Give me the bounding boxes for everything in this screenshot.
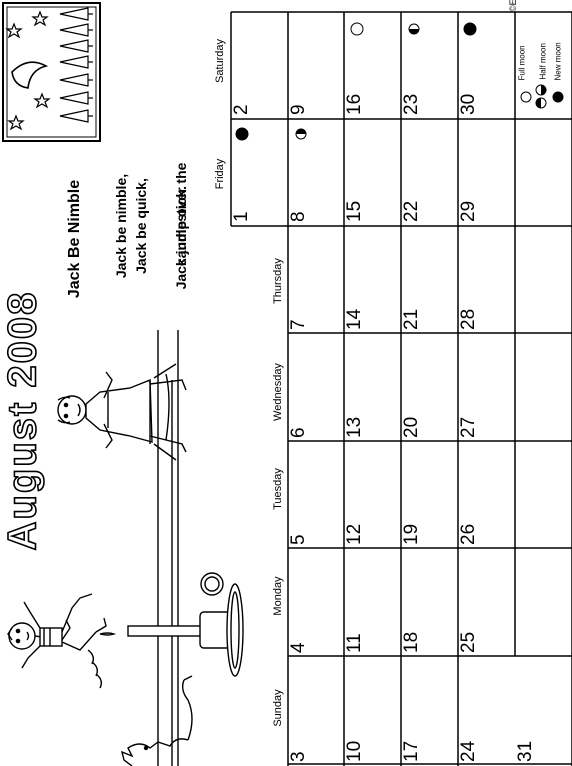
half-moon-icon <box>295 128 307 140</box>
cat <box>120 738 189 766</box>
full-moon-icon <box>350 22 364 36</box>
girl-head <box>57 395 87 425</box>
star-icon <box>5 22 23 39</box>
new-moon-icon <box>235 127 249 141</box>
candle <box>127 625 209 637</box>
new-moon-icon <box>552 91 564 103</box>
half-moon-icon <box>408 23 420 35</box>
star-icon <box>31 10 49 27</box>
star-icon <box>7 114 25 131</box>
full-moon-icon <box>520 91 532 103</box>
half-moon-icon <box>535 84 547 109</box>
candle-flame <box>99 632 117 636</box>
crescent-moon-icon <box>11 61 49 89</box>
boy-head <box>8 622 36 650</box>
star-icon <box>33 92 51 109</box>
new-moon-icon <box>463 22 477 36</box>
